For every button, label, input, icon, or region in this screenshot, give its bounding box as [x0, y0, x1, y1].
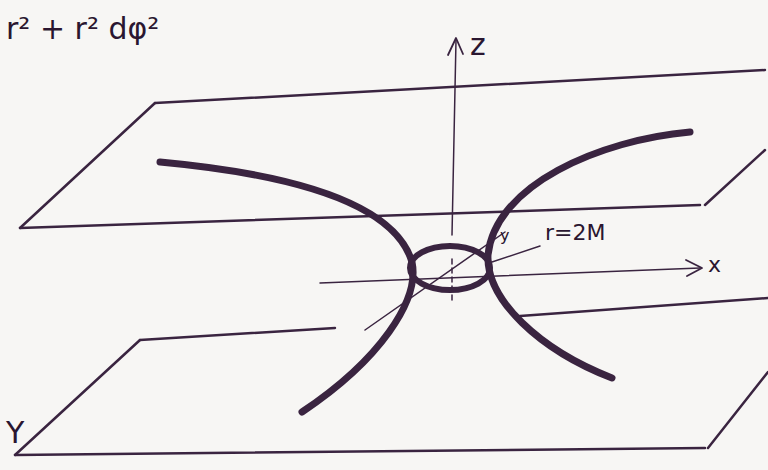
axis-label: x — [708, 254, 721, 276]
metric-formula: r² + r² dφ² — [6, 14, 159, 44]
axis-label: y — [500, 228, 509, 244]
sheet-label: Y — [6, 418, 24, 448]
lower-sheet — [140, 328, 335, 340]
horizon-ring — [410, 246, 490, 290]
upper-sheet — [155, 70, 765, 103]
throat-curve — [160, 162, 413, 412]
axis-label: z — [470, 30, 486, 60]
radius-label: r=2M — [545, 222, 605, 244]
